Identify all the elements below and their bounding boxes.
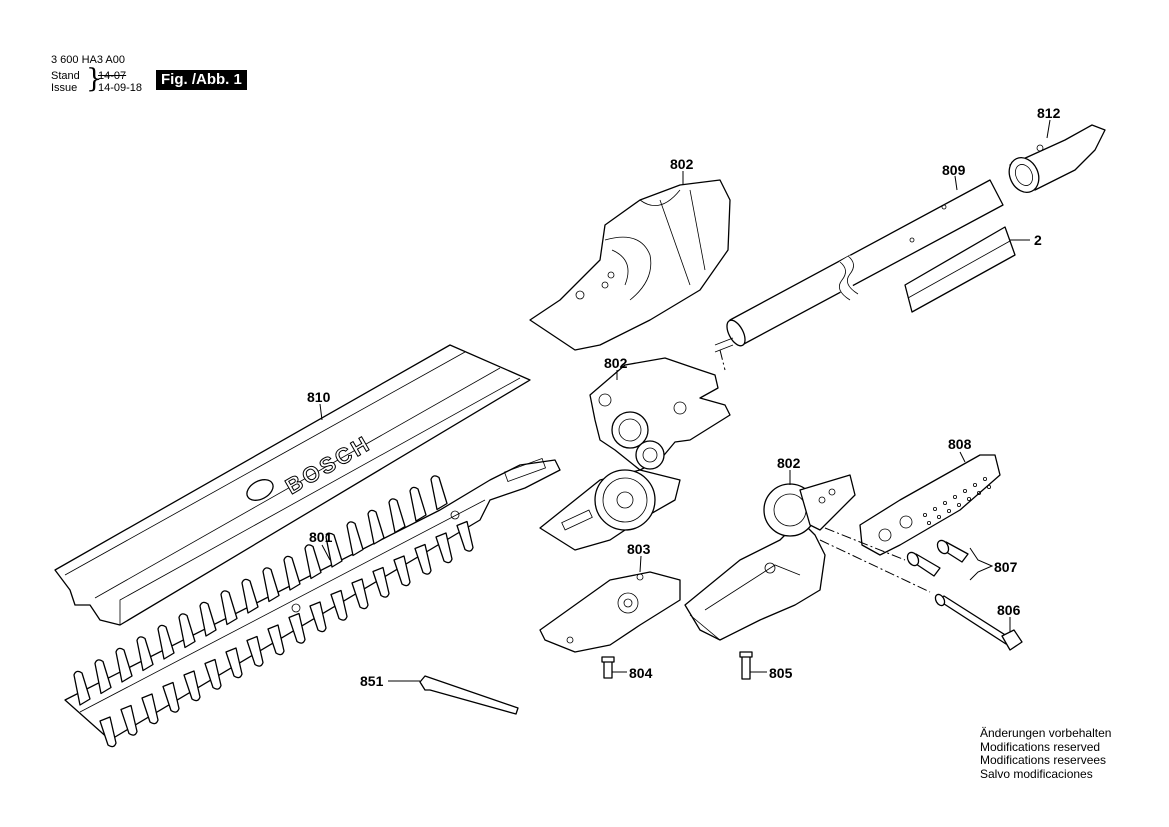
blade-tooth-upper (157, 624, 175, 660)
old-date: 14-07 (98, 70, 127, 82)
label-812: 812 (1037, 105, 1061, 121)
screw-807a-part (936, 539, 969, 563)
blade-tooth-lower (309, 601, 327, 633)
blade-tooth-upper (94, 659, 112, 695)
issue-label: Issue (51, 82, 78, 94)
blade-tooth-lower (162, 681, 180, 713)
label-810: 810 (307, 389, 331, 405)
blade-tooth-lower (99, 716, 117, 748)
note-de: Änderungen vorbehalten (980, 726, 1112, 740)
blade-tooth-upper (388, 498, 406, 534)
blade-tooth-upper (241, 578, 259, 614)
gear-plate-part (539, 469, 681, 551)
stand-label: Stand (51, 70, 80, 82)
label-2: 2 (1034, 232, 1042, 248)
blade-tooth-lower (204, 658, 222, 690)
label-805: 805 (769, 665, 793, 681)
note-es: Salvo modificaciones (980, 766, 1093, 781)
blade-tooth-upper (262, 567, 280, 603)
blade-tooth-lower (141, 693, 159, 725)
shaft-tube-part (714, 179, 1004, 353)
handle-grip-dot (943, 500, 948, 505)
label-804: 804 (629, 665, 653, 681)
note-en: Modifications reserved (980, 739, 1101, 754)
label-801: 801 (309, 529, 333, 545)
handle-part (859, 454, 1001, 556)
blade-tooth-upper (430, 475, 448, 511)
handle-grip-dot (963, 488, 968, 493)
handle-grip-dot (987, 484, 992, 489)
figure-label: Fig. /Abb. 1 (156, 70, 247, 90)
handle-grip-dot (957, 502, 962, 507)
blade-tooth-upper (283, 555, 301, 591)
lower-housing-part (684, 474, 856, 641)
blade-tooth-lower (120, 704, 138, 736)
screw-807b-part (906, 551, 941, 577)
blade-tooth-upper (409, 486, 427, 522)
gearbox-part (589, 357, 731, 471)
handle-grip-dot (953, 494, 958, 499)
issue-date: 14-09-18 (98, 82, 143, 94)
handle-grip-dot (933, 506, 938, 511)
blade-tooth-lower (288, 612, 306, 644)
top-housing-part (529, 179, 731, 351)
blade-tooth-upper (136, 636, 154, 672)
label-803: 803 (627, 541, 651, 557)
label-802-top: 802 (670, 156, 694, 172)
blade-tooth-lower (393, 555, 411, 587)
blade-tooth-upper (199, 601, 217, 637)
end-cap-part (1008, 124, 1106, 194)
brace-icon: } (86, 64, 103, 94)
handle-grip-dot (977, 490, 982, 495)
blade-tooth-lower (372, 566, 390, 598)
blade-tooth-upper (73, 670, 91, 706)
cover-plate-part (539, 571, 681, 653)
blade-tooth-upper (220, 590, 238, 626)
blade-tooth-lower (246, 635, 264, 667)
handle-grip-dot (947, 508, 952, 513)
blade-tooth-lower (435, 532, 453, 564)
handle-grip-dot (973, 482, 978, 487)
blade-tooth-upper (115, 647, 133, 683)
label-806: 806 (997, 602, 1021, 618)
modification-notes: Änderungen vorbehalten Modifications res… (980, 726, 1112, 781)
blade-tooth-lower (183, 670, 201, 702)
label-807: 807 (994, 559, 1018, 575)
doc-number: 3 600 HA3 A00 (51, 54, 126, 66)
blade-tooth-upper (325, 532, 343, 568)
blade-tooth-lower (456, 520, 474, 552)
blade-cover-part: BOSCH (54, 344, 531, 626)
label-802-lower: 802 (777, 455, 801, 471)
handle-grip-dot (937, 515, 942, 520)
blade-tooth-upper (367, 509, 385, 545)
blade-tooth-upper (346, 521, 364, 557)
label-802-gearbox: 802 (604, 355, 628, 371)
leader-lines (319, 119, 1051, 682)
blade-tooth-lower (225, 647, 243, 679)
blade-tooth-lower (267, 624, 285, 656)
label-809: 809 (942, 162, 966, 178)
handle-grip-dot (967, 496, 972, 501)
note-fr: Modifications reservees (980, 753, 1107, 767)
blade-tooth-lower (351, 578, 369, 610)
hedge-blade-part (64, 457, 561, 748)
blade-tooth-upper (304, 544, 322, 580)
handle-grip-dot (983, 476, 988, 481)
screw-805-part (739, 651, 753, 680)
blade-tooth-lower (330, 589, 348, 621)
assembly-lines (719, 349, 931, 593)
label-strip-part (904, 226, 1016, 313)
label-851: 851 (360, 673, 384, 689)
blade-tooth-lower (414, 543, 432, 575)
label-808: 808 (948, 436, 972, 452)
hex-key-part (419, 675, 519, 715)
screw-804-part (601, 656, 615, 679)
handle-grip-dot (927, 521, 932, 526)
blade-tooth-upper (178, 613, 196, 649)
part-labels: 812 802 809 2 802 810 808 802 801 803 80… (307, 105, 1061, 689)
handle-grip-dot (923, 513, 928, 518)
